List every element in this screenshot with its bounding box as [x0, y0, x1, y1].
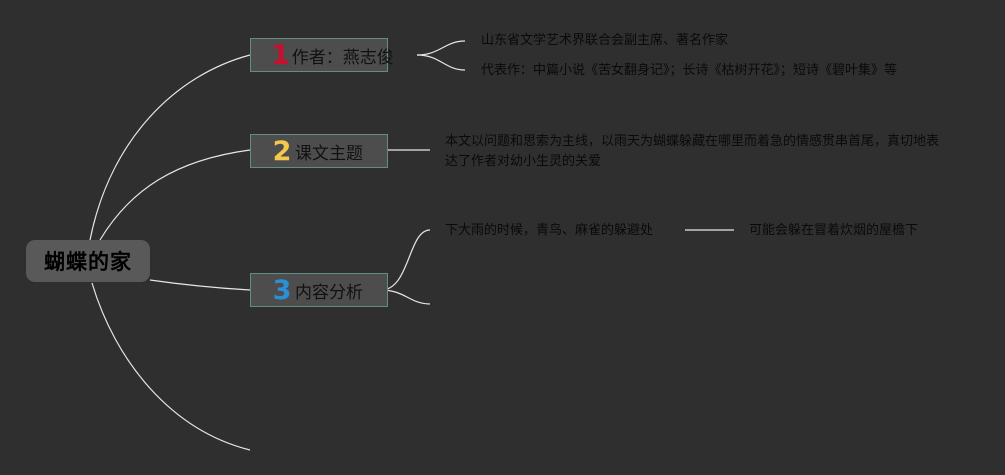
connector-root-to-content	[149, 279, 251, 291]
author-detail-position[interactable]: 山东省文学艺术界联合会副主席、著名作家	[481, 33, 729, 48]
connector-content-to-detail-2	[380, 289, 431, 305]
branch-label: 内容分析	[295, 282, 363, 303]
connector-content-to-detail-1	[380, 229, 431, 291]
branch-label: 作者：燕志俊	[291, 47, 394, 68]
connector-root-to-theme	[99, 149, 251, 241]
theme-detail[interactable]: 本文以问题和思索为主线，以雨天为蝴蝶躲藏在哪里而着急的情感贯串首尾，真切地表达了…	[445, 134, 940, 169]
root-label: 蝴蝶的家	[44, 250, 132, 274]
branch-number: 1	[271, 39, 290, 71]
branch-number: 3	[272, 274, 292, 306]
root-node[interactable]: 蝴蝶的家	[26, 240, 150, 282]
branch-node-content[interactable]: 3 内容分析	[250, 273, 388, 307]
content-detail[interactable]: 下大雨的时候，青鸟、麻雀的躲避处	[445, 223, 654, 238]
connector-author-to-detail-1	[416, 40, 466, 56]
branch-label: 课文主题	[295, 143, 363, 164]
branch-node-author[interactable]: 1 作者：燕志俊	[250, 38, 394, 72]
branch-number: 2	[272, 135, 292, 167]
content-sub-detail[interactable]: 可能会躲在冒着炊烟的屋檐下	[749, 223, 919, 238]
author-detail-works[interactable]: 代表作：中篇小说《苦女翻身记》；长诗《枯树开花》；短诗《碧叶集》等	[481, 63, 898, 78]
connector-root-to-author	[89, 54, 251, 241]
connector-author-to-detail-2	[416, 54, 466, 71]
connector-root-to-empty	[91, 282, 251, 451]
branch-node-theme[interactable]: 2 课文主题	[250, 134, 388, 168]
